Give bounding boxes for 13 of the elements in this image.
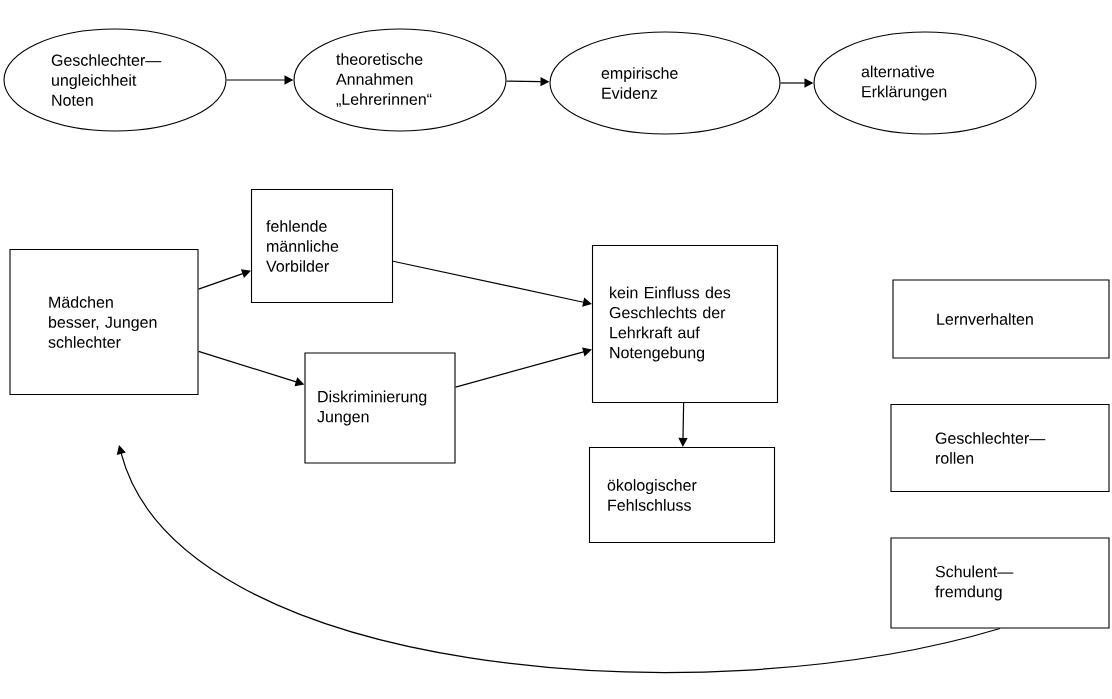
explanation-box: Schulent— fremdung: [890, 537, 1110, 629]
explanation-box: Geschlechter— rollen: [890, 403, 1110, 493]
arrow: [392, 260, 592, 307]
arrow: [454, 347, 592, 388]
explanation-box: Lernverhalten: [892, 279, 1110, 359]
finding-box: ökologischer Fehlschluss: [588, 446, 776, 544]
cause-box: fehlende männliche Vorbilder: [250, 188, 394, 304]
claim-box: Mädchen besser, Jungen schlechter: [9, 248, 199, 396]
arrow: [678, 402, 688, 447]
arrow: [116, 445, 1001, 673]
finding-box: kein Einfluss des Geschlechts der Lehrkraft auf Notengebung: [591, 244, 779, 404]
arrow: [197, 269, 251, 290]
cause-box: Diskriminierung Jungen: [304, 352, 456, 464]
